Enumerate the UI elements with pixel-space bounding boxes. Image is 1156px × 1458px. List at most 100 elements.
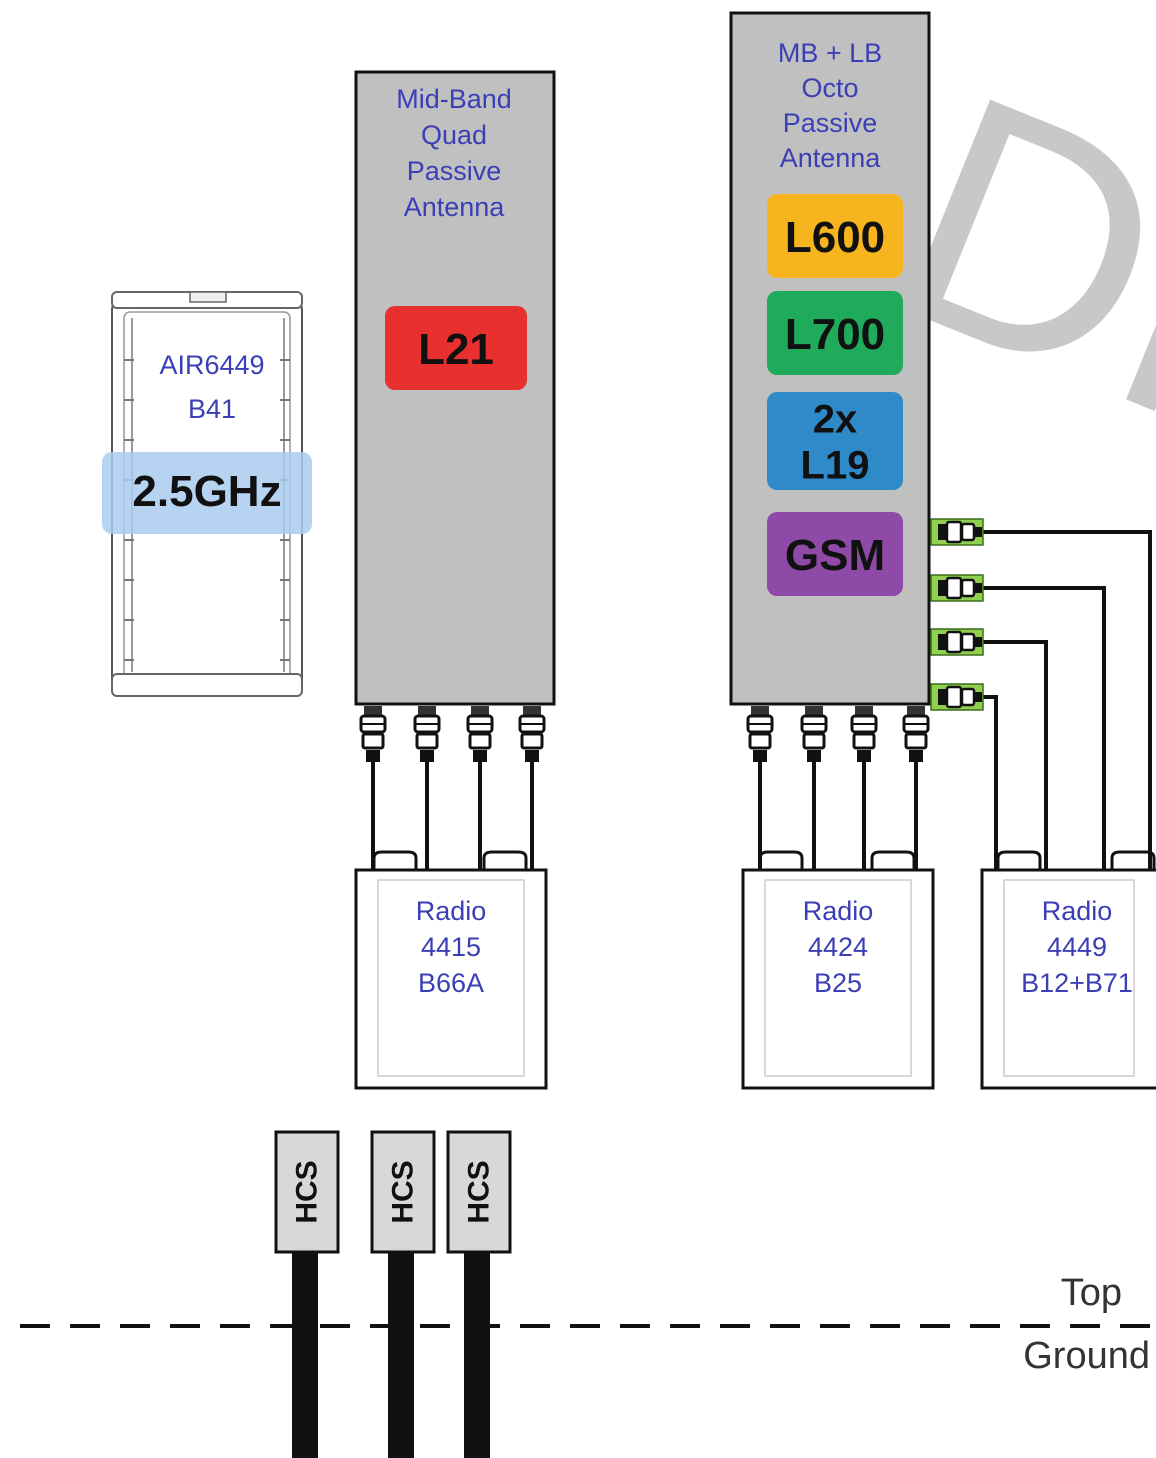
hcs-box: [274, 1130, 340, 1254]
connector-tail: [366, 750, 380, 762]
radio-handle: [870, 850, 916, 870]
connector-body: [361, 732, 385, 750]
band-badge: [767, 512, 903, 596]
connector-body: [904, 732, 928, 750]
radio-label: Radio: [803, 896, 874, 926]
antenna-title-line: Quad: [421, 120, 487, 150]
band-label: L19: [801, 443, 870, 487]
band-label: L600: [785, 213, 885, 262]
radio-label: 4449: [1047, 932, 1107, 962]
side-port-body: [945, 685, 963, 709]
radio-label: Radio: [416, 896, 487, 926]
connector-body: [802, 732, 826, 750]
hcs-cable: [388, 1252, 414, 1458]
side-port-tail: [974, 527, 982, 537]
hcs-group: HCS HCS HCS: [274, 1130, 512, 1458]
side-port-body: [945, 576, 963, 600]
air-handle: [189, 291, 227, 303]
side-port-tail: [974, 583, 982, 593]
connector-nut: [418, 706, 436, 716]
side-port-body: [960, 687, 976, 707]
connector-nut: [907, 706, 925, 716]
radio-inner: [377, 879, 525, 1077]
connector-body: [520, 732, 544, 750]
midband-antenna-bands: L21: [385, 306, 527, 390]
radio-label: B12+B71: [1021, 968, 1133, 998]
radio-label: 4415: [421, 932, 481, 962]
cable: [982, 586, 1106, 872]
hcs-label: HCS: [463, 1160, 496, 1223]
air-model-label: AIR6449: [159, 350, 264, 380]
connector-tail: [420, 750, 434, 762]
connector-tail: [473, 750, 487, 762]
hcs-box: [370, 1130, 436, 1254]
radio-handle: [996, 850, 1042, 870]
cable: [982, 530, 1152, 872]
antenna-title-line: Passive: [407, 156, 502, 186]
side-port-tail: [974, 692, 982, 702]
radio-box: [354, 868, 548, 1090]
connector-tail: [753, 750, 767, 762]
radio-label: Radio: [1042, 896, 1113, 926]
band-badge: [767, 291, 903, 375]
antenna-title-line: Passive: [783, 108, 878, 138]
connector-tail: [909, 750, 923, 762]
hcs-cable: [464, 1252, 490, 1458]
radio-box: [741, 868, 935, 1090]
radio-handle: [372, 850, 418, 870]
connector-nut: [523, 706, 541, 716]
side-port-nut: [938, 580, 946, 596]
connector-body: [748, 732, 772, 750]
top-label: Top: [1061, 1272, 1122, 1314]
side-port-nut: [938, 634, 946, 650]
connector-tail: [857, 750, 871, 762]
air-band-badge: [102, 452, 312, 534]
antenna-title-line: Antenna: [404, 192, 506, 222]
antenna-title-line: Octo: [801, 73, 858, 103]
hcs-label: HCS: [387, 1160, 420, 1223]
side-port-body: [945, 630, 963, 654]
side-port-body: [945, 520, 963, 544]
band-badge: [767, 194, 903, 278]
radio-handle: [482, 850, 528, 870]
radio-inner: [1003, 879, 1135, 1077]
band-label: 2x: [813, 397, 858, 441]
radios: Radio4415B66ARadio4424B25Radio4449B12+B7…: [354, 850, 1156, 1090]
air-bottom-lip: [111, 673, 303, 697]
connector-tail: [525, 750, 539, 762]
connector-body: [468, 732, 492, 750]
band-label: L21: [418, 325, 494, 374]
band-badge: [767, 392, 903, 490]
connector-nut: [805, 706, 823, 716]
radio-handle: [758, 850, 804, 870]
connector-nut: [471, 706, 489, 716]
radio-label: 4424: [808, 932, 868, 962]
antenna-title-line: Antenna: [780, 143, 882, 173]
air-band-label: 2.5GHz: [132, 467, 281, 516]
band-label: L700: [785, 310, 885, 359]
connector-nut: [855, 706, 873, 716]
side-port-nut: [938, 689, 946, 705]
band-badge: [385, 306, 527, 390]
side-port-body: [960, 632, 976, 652]
hcs-label: HCS: [291, 1160, 324, 1223]
radio-inner: [764, 879, 912, 1077]
hcs-box: [446, 1130, 512, 1254]
cable: [982, 640, 1048, 872]
side-port-tail: [974, 637, 982, 647]
connector-nut: [751, 706, 769, 716]
air6449-antenna: AIR6449 B41 2.5GHz: [102, 291, 312, 697]
hcs-cable: [292, 1252, 318, 1458]
air-band-code-label: B41: [188, 394, 236, 424]
connector-body: [852, 732, 876, 750]
band-label: GSM: [785, 531, 885, 580]
connector-body: [415, 732, 439, 750]
radio-label: B66A: [418, 968, 484, 998]
antenna-title-line: MB + LB: [778, 38, 882, 68]
connector-nut: [364, 706, 382, 716]
antenna-title-line: Mid-Band: [396, 84, 512, 114]
radio-handle: [1110, 850, 1156, 870]
